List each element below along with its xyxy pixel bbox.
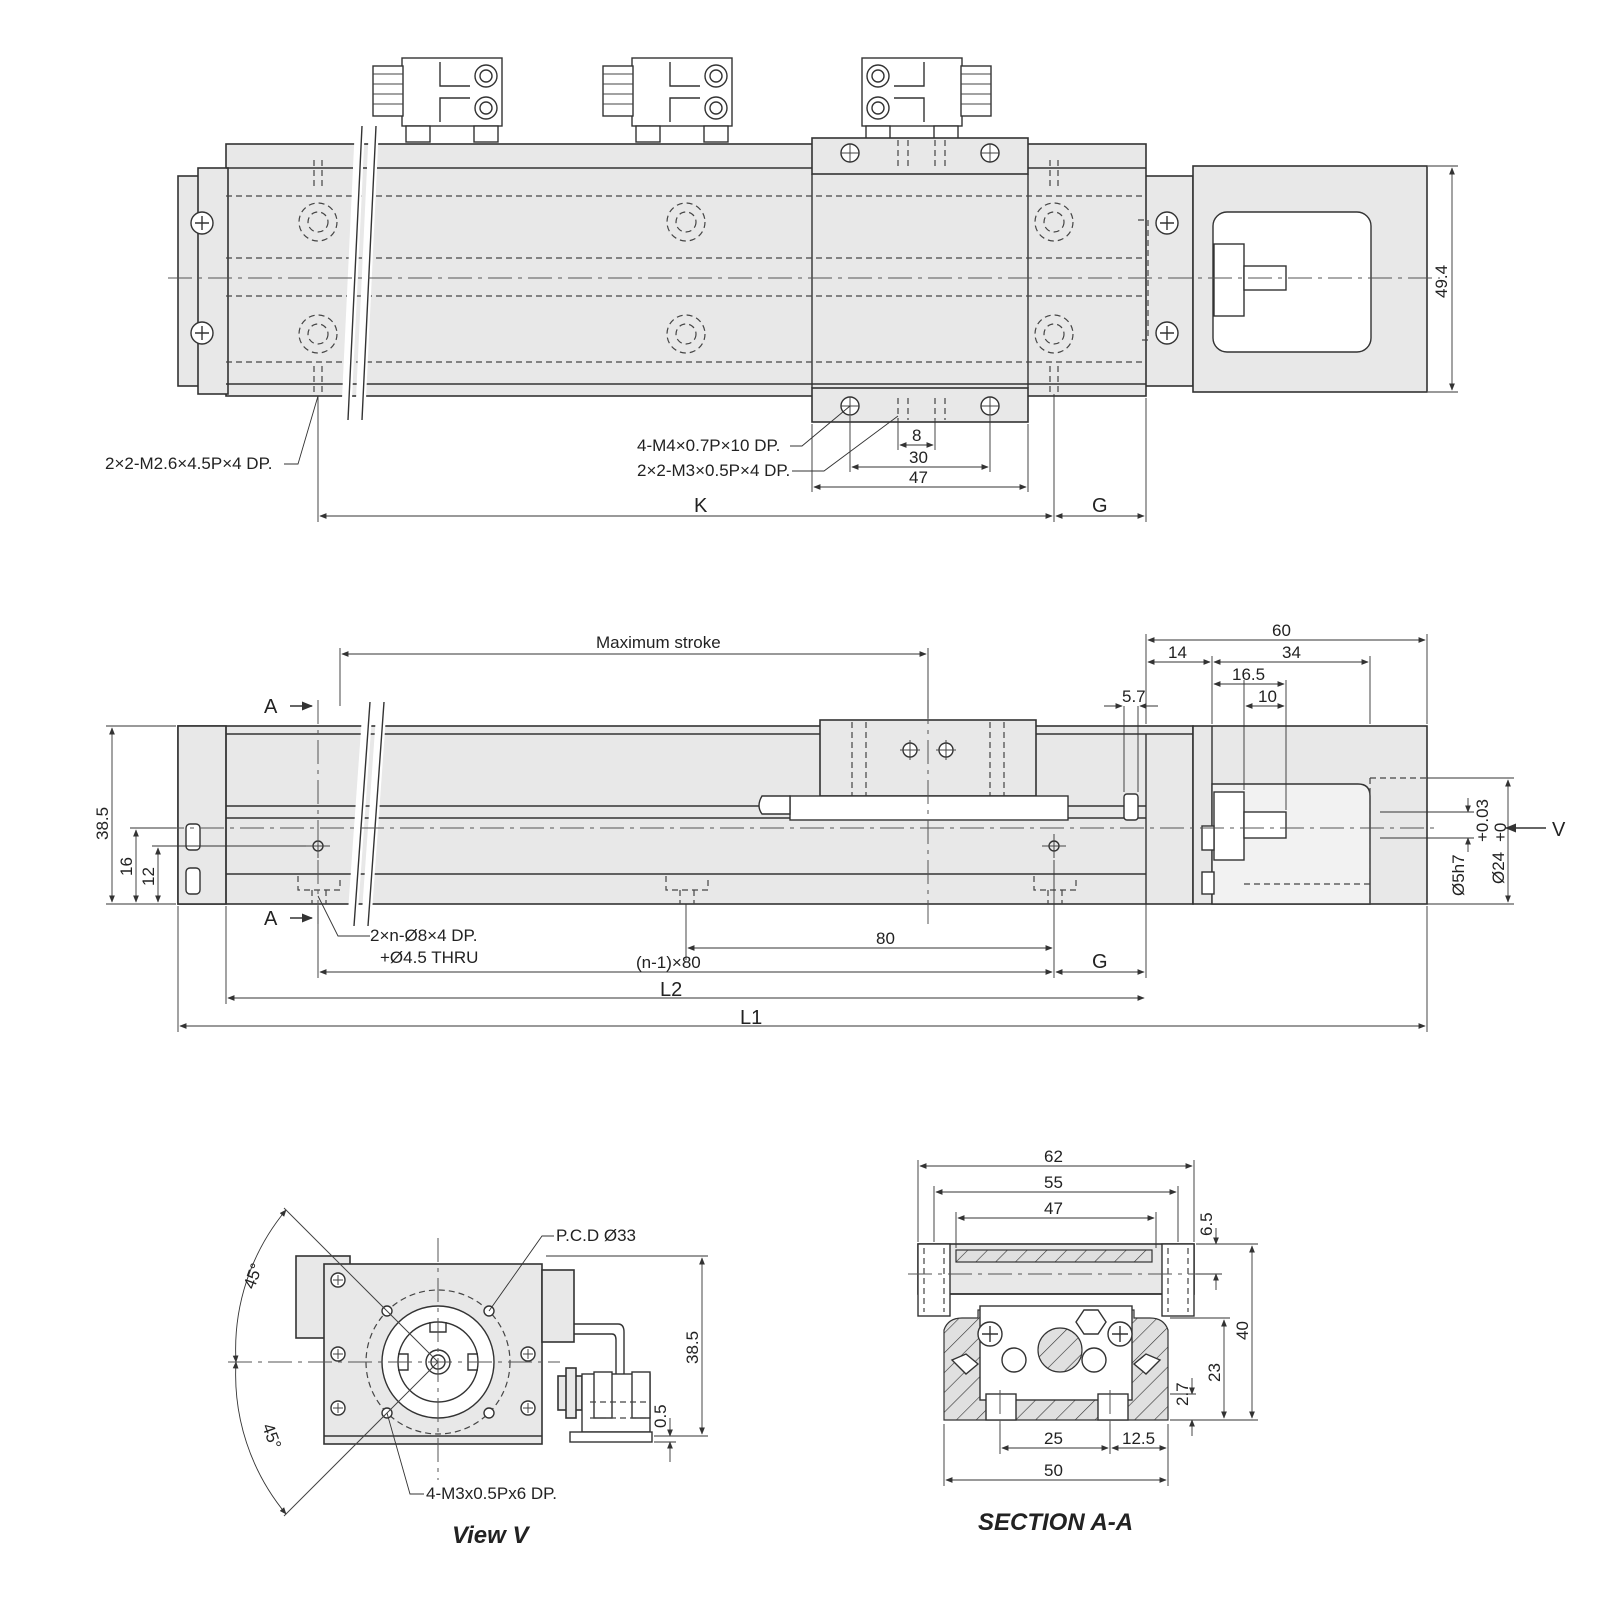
dim-23: 23 bbox=[1205, 1363, 1224, 1382]
dim-40: 40 bbox=[1233, 1321, 1252, 1340]
dim-47-section: 47 bbox=[1044, 1199, 1063, 1218]
sensor-2 bbox=[602, 57, 733, 143]
dim-55: 55 bbox=[1044, 1173, 1063, 1192]
dim-14: 14 bbox=[1168, 643, 1187, 662]
view-v: 45° 45° P.C.D Ø33 4-M3x0.5Px6 DP. 38.5 0… bbox=[228, 1207, 708, 1549]
dim-80: 80 bbox=[876, 929, 895, 948]
m3-holes-label: 4-M3x0.5Px6 DP. bbox=[426, 1484, 557, 1503]
pcd-label: P.C.D Ø33 bbox=[556, 1226, 636, 1245]
dim-d24: Ø24 bbox=[1489, 852, 1508, 884]
dim-8: 8 bbox=[912, 426, 921, 445]
side-view: A A V bbox=[160, 696, 1566, 930]
top-view-dimensions: 49.4 K G 47 30 8 2×2-M2.6×4.5P×4 DP. 4-M… bbox=[105, 165, 1458, 522]
section-a-a-title: SECTION A-A bbox=[978, 1509, 1133, 1536]
section-a-a: 62 55 47 6.5 40 23 2.7 25 12.5 50 SECTIO… bbox=[908, 1147, 1258, 1536]
section-marker-a-top: A bbox=[264, 696, 278, 718]
dim-0-5: 0.5 bbox=[651, 1404, 670, 1428]
dim-d5: Ø5h7 bbox=[1449, 854, 1468, 896]
dim-16: 16 bbox=[117, 857, 136, 876]
label-thru: +Ø4.5 THRU bbox=[380, 948, 478, 967]
label-m2-6-holes: 2×2-M2.6×4.5P×4 DP. bbox=[105, 454, 272, 473]
label-m4-holes: 4-M4×0.7P×10 DP. bbox=[637, 436, 780, 455]
dim-16-5: 16.5 bbox=[1232, 665, 1265, 684]
dim-38-5-view: 38.5 bbox=[683, 1331, 702, 1364]
dim-25: 25 bbox=[1044, 1429, 1063, 1448]
dim-l2: L2 bbox=[660, 979, 682, 1001]
dim-10: 10 bbox=[1258, 687, 1277, 706]
dim-60: 60 bbox=[1272, 621, 1291, 640]
angle-top: 45° bbox=[240, 1261, 267, 1292]
tol-upper: +0.03 bbox=[1473, 799, 1492, 842]
view-v-arrow-label: V bbox=[1552, 819, 1566, 841]
dim-5-7: 5.7 bbox=[1122, 687, 1146, 706]
dim-50: 50 bbox=[1044, 1461, 1063, 1480]
sensor-3 bbox=[861, 57, 992, 143]
tol-lower: +0 bbox=[1491, 823, 1510, 842]
top-view bbox=[168, 57, 1440, 423]
dim-l1: L1 bbox=[740, 1007, 762, 1029]
dim-34: 34 bbox=[1282, 643, 1301, 662]
dim-g-side: G bbox=[1092, 951, 1108, 973]
dim-k-top: K bbox=[694, 495, 708, 517]
label-counterbore: 2×n-Ø8×4 DP. bbox=[370, 926, 477, 945]
dim-49-4: 49.4 bbox=[1432, 265, 1451, 298]
view-v-title: View V bbox=[452, 1522, 530, 1549]
dim-12-5: 12.5 bbox=[1122, 1429, 1155, 1448]
max-stroke-label: Maximum stroke bbox=[596, 633, 721, 652]
sensor-1 bbox=[372, 57, 503, 143]
dim-47-top: 47 bbox=[909, 468, 928, 487]
dim-6-5: 6.5 bbox=[1197, 1212, 1216, 1236]
dim-30: 30 bbox=[909, 448, 928, 467]
dim-62: 62 bbox=[1044, 1147, 1063, 1166]
dim-g-top: G bbox=[1092, 495, 1108, 517]
hidden-counterbores-top bbox=[298, 202, 1074, 354]
section-marker-a-bottom: A bbox=[264, 908, 278, 930]
dim-2-7: 2.7 bbox=[1173, 1382, 1192, 1406]
dim-12: 12 bbox=[139, 867, 158, 886]
side-view-dimensions: Maximum stroke 60 14 34 16.5 10 5.7 38.5… bbox=[93, 621, 1514, 1032]
label-m3-holes: 2×2-M3×0.5P×4 DP. bbox=[637, 461, 790, 480]
dim-38-5-side: 38.5 bbox=[93, 807, 112, 840]
dim-n80: (n-1)×80 bbox=[636, 953, 701, 972]
angle-bottom: 45° bbox=[258, 1421, 285, 1452]
